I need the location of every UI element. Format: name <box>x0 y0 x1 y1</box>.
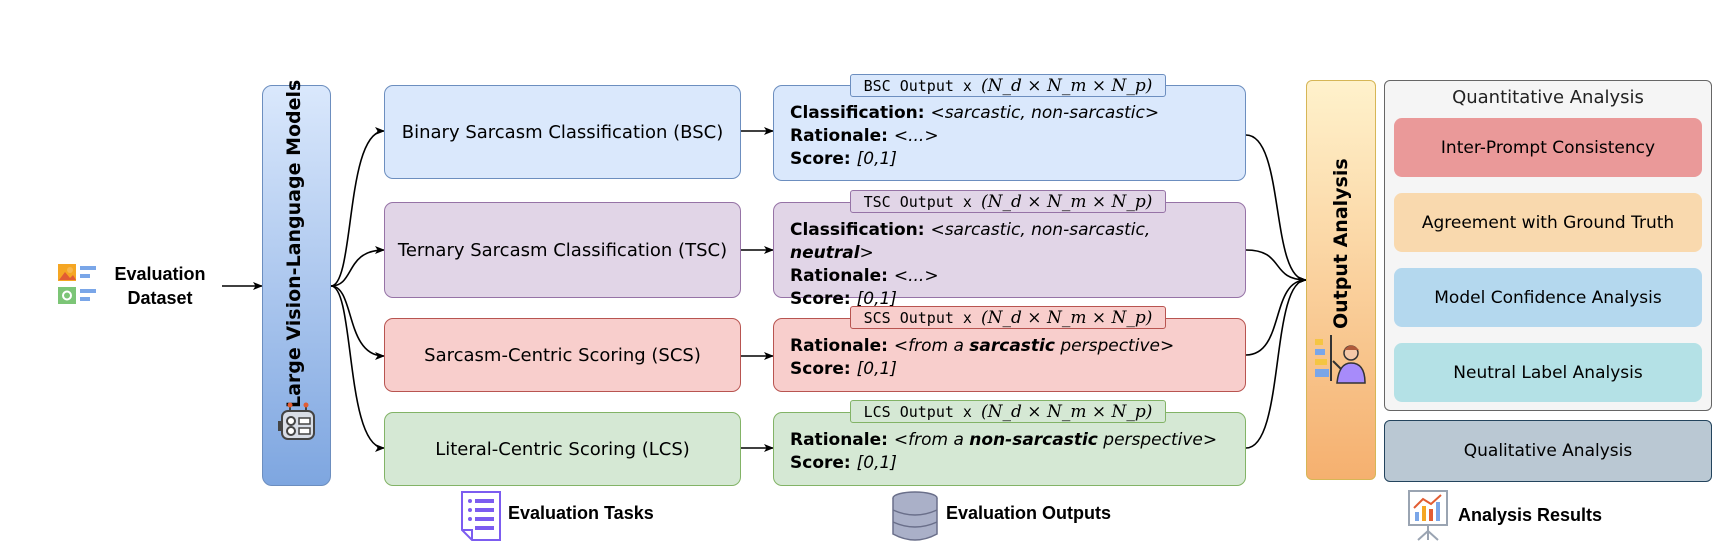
output-analysis-label: Output Analysis <box>1330 158 1352 329</box>
agreement-ground-truth-box: Agreement with Ground Truth <box>1394 193 1702 252</box>
output-bsc-tag: BSC Output x (N_d × N_m × N_p) <box>850 74 1166 97</box>
document-list-icon <box>458 490 504 542</box>
robot-icon <box>276 401 320 445</box>
arrow-lvlm-to-scs <box>330 285 385 360</box>
arrow-lvlm-to-bsc <box>330 127 385 287</box>
task-lcs-label: Literal-Centric Scoring (LCS) <box>435 438 690 460</box>
legend-evaluation-tasks: Evaluation Tasks <box>508 503 654 523</box>
task-scs-label: Sarcasm-Centric Scoring (SCS) <box>424 344 701 366</box>
legend-evaluation-outputs: Evaluation Outputs <box>946 503 1112 523</box>
task-lcs: Literal-Centric Scoring (LCS) <box>384 412 741 486</box>
output-tsc-tag: TSC Output x (N_d × N_m × N_p) <box>850 190 1166 213</box>
output-analysis-bar: Output Analysis <box>1306 80 1376 480</box>
lvlm-label: Large Vision-Language Models <box>283 79 305 408</box>
neutral-label-analysis-box: Neutral Label Analysis <box>1394 343 1702 402</box>
task-bsc: Binary Sarcasm Classification (BSC) <box>384 85 741 179</box>
output-lcs-tag: LCS Output x (N_d × N_m × N_p) <box>850 400 1166 423</box>
arrow-lvlm-to-tsc <box>330 246 385 287</box>
model-confidence-analysis-box: Model Confidence Analysis <box>1394 268 1702 327</box>
output-tsc: Classification: <sarcastic, non-sarcasti… <box>773 202 1246 309</box>
task-tsc-label: Ternary Sarcasm Classification (TSC) <box>397 239 728 261</box>
arrow-lcs-out-to-analysis <box>1245 276 1307 449</box>
dataset-icon <box>56 262 100 306</box>
arrow-tsc-out-to-analysis <box>1245 249 1307 284</box>
inter-prompt-consistency-box: Inter-Prompt Consistency <box>1394 118 1702 177</box>
analyst-icon <box>1313 331 1369 387</box>
arrow-bsc-out-to-analysis <box>1245 134 1307 284</box>
evaluation-dataset-label: Evaluation Dataset <box>114 264 206 308</box>
lvlm-bar: Large Vision-Language Models <box>262 79 331 486</box>
output-scs-tag: SCS Output x (N_d × N_m × N_p) <box>850 306 1166 329</box>
arrow-scs-out-to-analysis <box>1245 276 1307 356</box>
output-bsc: Classification: <sarcastic, non-sarcasti… <box>773 85 1246 181</box>
arrow-lvlm-to-lcs <box>330 285 385 452</box>
task-tsc: Ternary Sarcasm Classification (TSC) <box>384 202 741 298</box>
output-scs: Rationale: <from a sarcastic perspective… <box>773 318 1246 392</box>
task-bsc-label: Binary Sarcasm Classification (BSC) <box>401 121 724 143</box>
presentation-chart-icon <box>1406 488 1450 542</box>
qualitative-analysis-box: Qualitative Analysis <box>1384 420 1712 482</box>
quantitative-analysis-title: Quantitative Analysis <box>1452 87 1644 108</box>
legend-analysis-results: Analysis Results <box>1458 505 1603 525</box>
task-scs: Sarcasm-Centric Scoring (SCS) <box>384 318 741 392</box>
output-lcs: Rationale: <from a non-sarcastic perspec… <box>773 412 1246 486</box>
database-icon <box>890 490 940 542</box>
